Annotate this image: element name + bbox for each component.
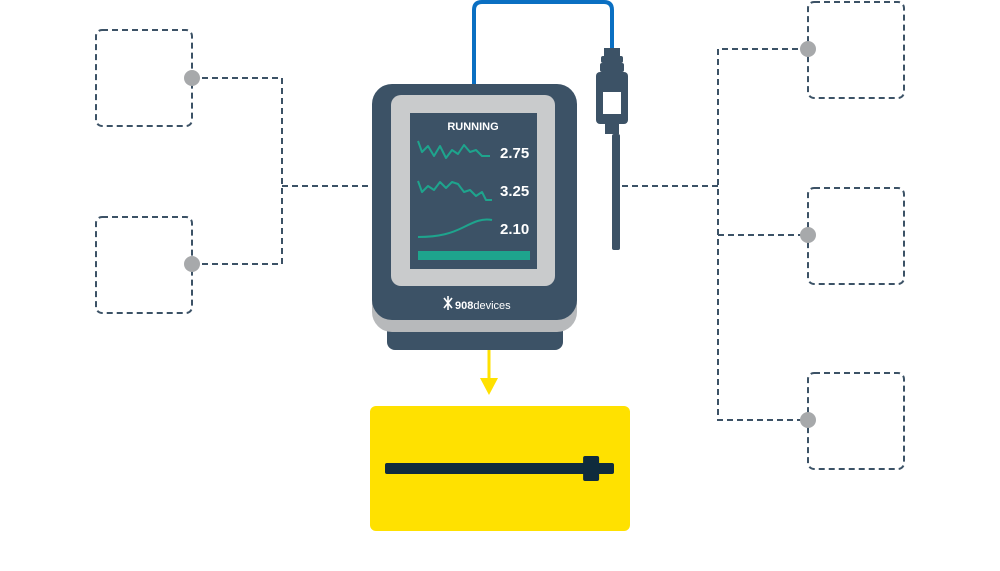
probe-grip-2 <box>600 63 624 72</box>
trace-3 <box>417 218 493 238</box>
right-output-group <box>622 1 905 470</box>
reading-value-2: 3.25 <box>500 183 529 200</box>
slider-track <box>385 463 614 474</box>
brand-label: 908devices <box>455 300 511 312</box>
probe-window <box>603 92 621 114</box>
left-input-box-top <box>95 29 193 127</box>
brand-word: devices <box>473 300 511 312</box>
brand-logo: 908devices <box>443 296 511 312</box>
status-label: RUNNING <box>447 121 498 133</box>
analyzer-device: RUNNING 2.75 3.25 2.10 908devices <box>372 84 577 350</box>
probe-grip-1 <box>601 56 623 63</box>
probe-collar <box>605 124 619 134</box>
probe-connector <box>596 48 628 250</box>
probe-shaft <box>612 134 620 250</box>
left-input-box-bottom <box>95 216 193 314</box>
right-connector-lines <box>622 48 808 421</box>
right-output-box-top <box>807 1 905 99</box>
left-connector-lines <box>192 77 372 265</box>
trace-2 <box>417 180 492 201</box>
left-node-dot-bottom <box>184 256 200 272</box>
probe-cap <box>604 48 620 56</box>
trace-1 <box>417 140 490 159</box>
screen <box>410 113 537 269</box>
x-mark-logo-icon <box>443 296 453 310</box>
reading-value-1: 2.75 <box>500 145 529 162</box>
right-output-box-middle <box>807 187 905 285</box>
right-node-dot-middle <box>800 227 816 243</box>
output-panel <box>370 406 630 531</box>
brand-number: 908 <box>455 300 473 312</box>
right-node-dot-bottom <box>800 412 816 428</box>
left-node-dot-top <box>184 70 200 86</box>
slider-thumb[interactable] <box>583 456 600 481</box>
progress-bar <box>418 251 530 260</box>
left-input-group <box>95 29 372 314</box>
right-node-dot-top <box>800 41 816 57</box>
reading-value-3: 2.10 <box>500 221 529 238</box>
arrow-down-icon <box>480 350 498 395</box>
right-output-box-bottom <box>807 372 905 470</box>
blue-cable <box>472 0 614 90</box>
